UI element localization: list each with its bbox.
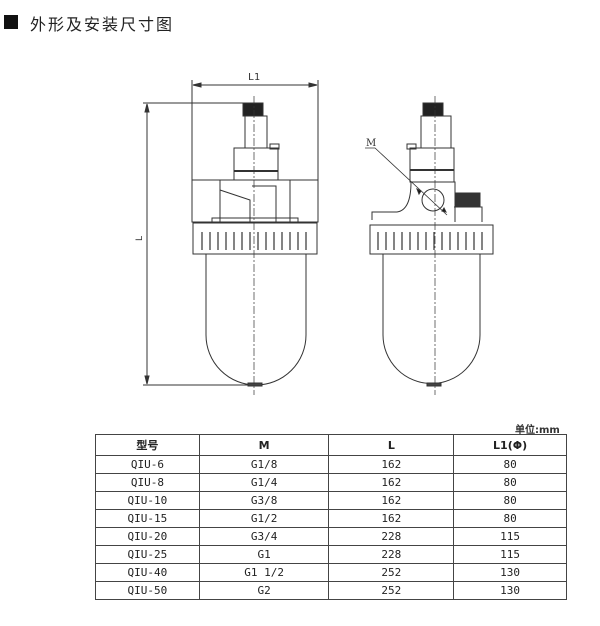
table-header-row: 型号 M L L1(Φ) bbox=[95, 434, 567, 456]
header-m: M bbox=[198, 434, 330, 456]
lubricator-side-view: M bbox=[365, 96, 494, 395]
title-bullet-icon bbox=[4, 15, 18, 29]
cell-model: QIU-10 bbox=[95, 491, 200, 510]
cell-model: QIU-25 bbox=[95, 545, 200, 564]
cell-model: QIU-8 bbox=[95, 473, 200, 492]
cell-model: QIU-50 bbox=[95, 581, 200, 600]
cell-l: 228 bbox=[328, 527, 455, 546]
cell-m: G1/4 bbox=[198, 473, 330, 492]
cell-l: 162 bbox=[328, 491, 455, 510]
m-label: M bbox=[366, 138, 376, 149]
dimension-drawing: L1 L bbox=[135, 72, 494, 395]
cell-model: QIU-15 bbox=[95, 509, 200, 528]
cell-model: QIU-40 bbox=[95, 563, 200, 582]
cell-l1: 80 bbox=[453, 455, 567, 474]
header-l: L bbox=[328, 434, 455, 456]
cell-l1: 80 bbox=[453, 491, 567, 510]
cell-l1: 80 bbox=[453, 509, 567, 528]
l1-dimension: L1 bbox=[191, 72, 319, 180]
l1-label: L1 bbox=[248, 72, 260, 83]
cell-l: 252 bbox=[328, 563, 455, 582]
cell-m: G3/4 bbox=[198, 527, 330, 546]
cell-l1: 80 bbox=[453, 473, 567, 492]
l-dimension: L bbox=[135, 102, 256, 386]
lubricator-front-view bbox=[191, 96, 319, 395]
cell-l1: 130 bbox=[453, 563, 567, 582]
cell-l1: 115 bbox=[453, 527, 567, 546]
cell-m: G1/2 bbox=[198, 509, 330, 528]
header-model: 型号 bbox=[95, 434, 200, 456]
cell-m: G1 bbox=[198, 545, 330, 564]
l-label: L bbox=[135, 236, 145, 241]
cell-m: G2 bbox=[198, 581, 330, 600]
header-l1: L1(Φ) bbox=[453, 434, 567, 456]
cell-l: 252 bbox=[328, 581, 455, 600]
cell-m: G1/8 bbox=[198, 455, 330, 474]
cell-model: QIU-20 bbox=[95, 527, 200, 546]
cell-model: QIU-6 bbox=[95, 455, 200, 474]
cell-m: G3/8 bbox=[198, 491, 330, 510]
cell-l: 162 bbox=[328, 455, 455, 474]
unit-label: 单位:mm bbox=[515, 425, 560, 436]
page-title: 外形及安装尺寸图 bbox=[30, 15, 175, 34]
cell-l: 162 bbox=[328, 509, 455, 528]
cell-l1: 130 bbox=[453, 581, 567, 600]
cell-l1: 115 bbox=[453, 545, 567, 564]
cell-l: 228 bbox=[328, 545, 455, 564]
cell-m: G1 1/2 bbox=[198, 563, 330, 582]
cell-l: 162 bbox=[328, 473, 455, 492]
